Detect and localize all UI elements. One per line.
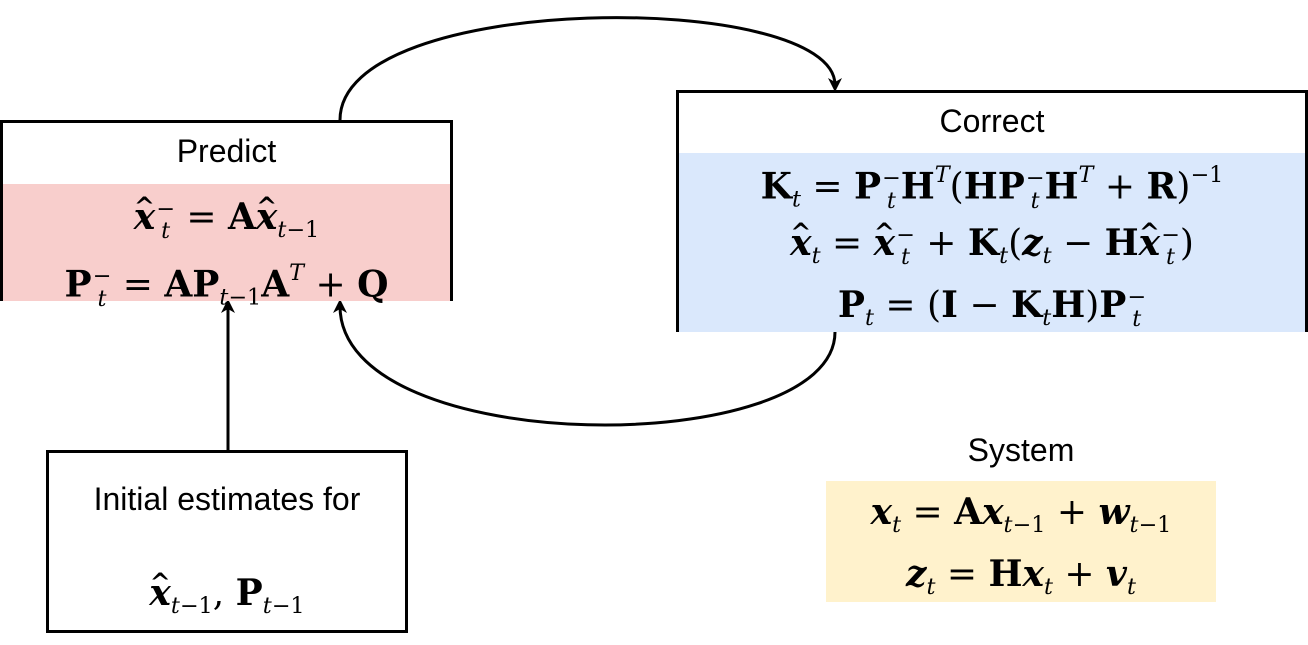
arrow-correct-to-predict (333, 299, 837, 427)
arrow-predict-to-correct (338, 16, 842, 121)
system-block: System xt = Axt−1 + wt−1 zt = Hxt + vt (826, 428, 1216, 602)
system-equations-band (826, 481, 1216, 602)
predict-title: Predict (176, 133, 277, 169)
correct-title: Correct (939, 103, 1045, 139)
correct-equations-band (679, 153, 1305, 332)
system-title: System (967, 432, 1075, 468)
predict-covariance-equation: P−t = APt−1AT + Q (64, 260, 389, 312)
predict-state-equation: x−t = Axt−1 (3, 195, 450, 252)
covariance-update-equation: Pt = (I − KtH)P−t (837, 283, 1147, 332)
initial-estimates-box: Initial estimates for xt−1, Pt−1 (46, 450, 408, 633)
predict-box: Predict x−t = Axt−1 P−t = APt−1AT + Q (0, 120, 453, 311)
initial-title: Initial estimates for (93, 481, 361, 517)
initial-estimates-equation: xt−1, Pt−1 (49, 571, 405, 628)
measurement-model-equation: zt = Hxt + vt (906, 553, 1136, 600)
predict-equations-band (3, 184, 450, 301)
correct-box: Correct Kt = P−tHT(HP−tHT + R)−1 xt = x−… (676, 90, 1308, 332)
state-update-equation: xt = x−t + Kt(zt − Hx−t) (679, 221, 1305, 278)
process-model-equation: xt = Axt−1 + wt−1 (870, 491, 1172, 538)
